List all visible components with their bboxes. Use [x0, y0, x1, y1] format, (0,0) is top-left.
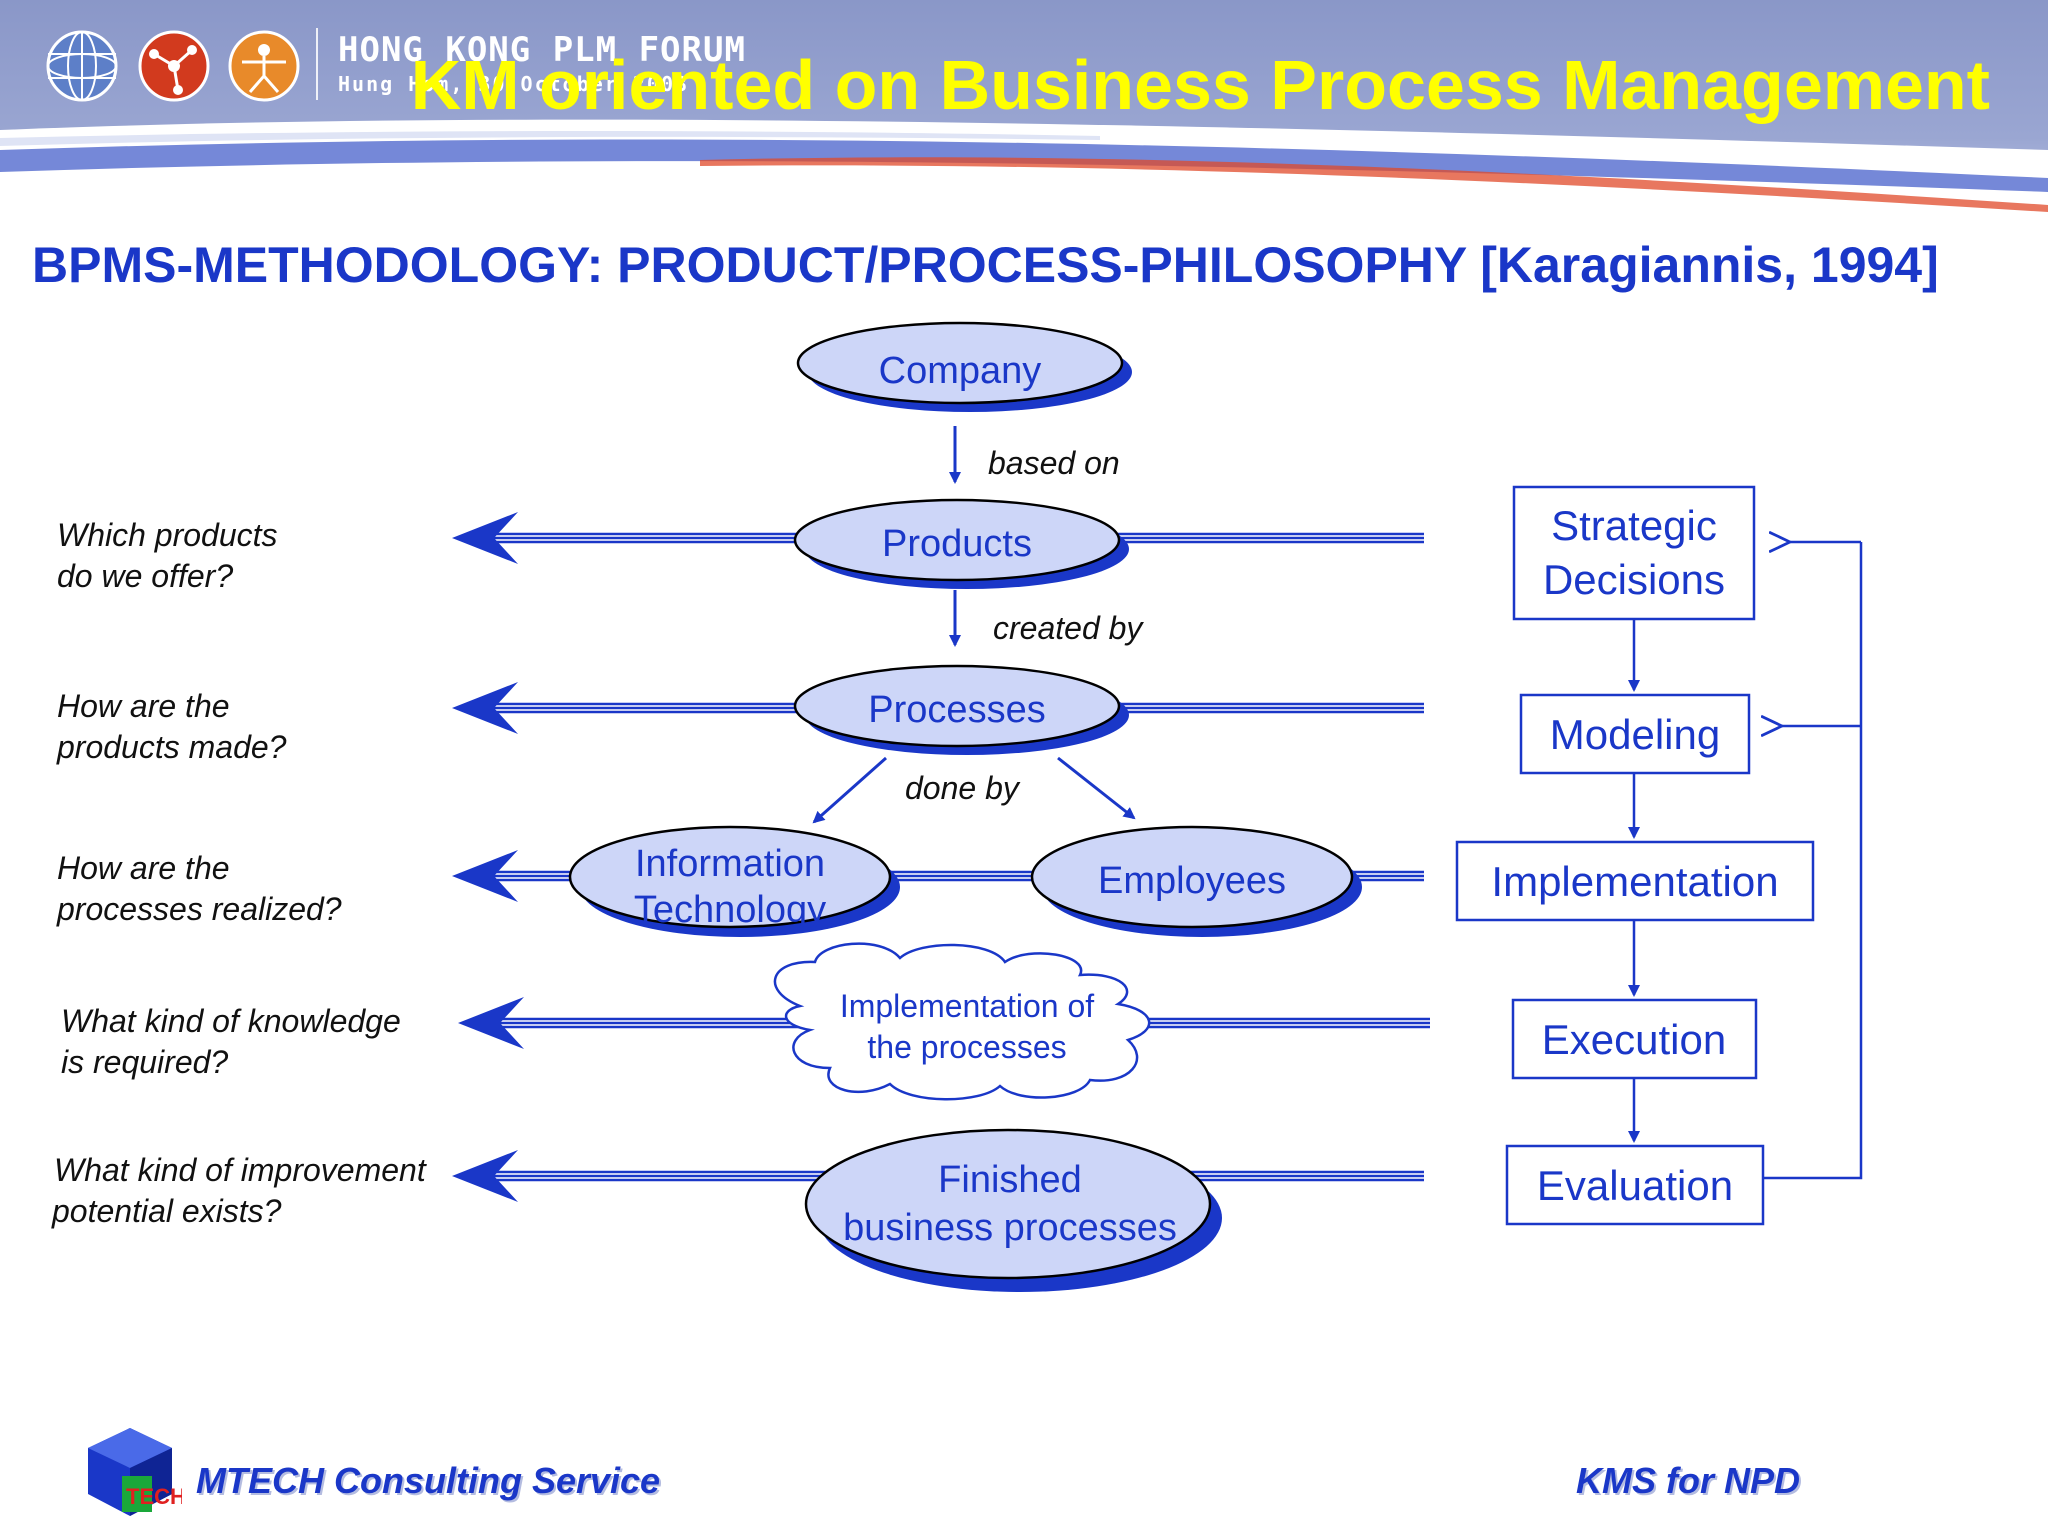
box-strategic-decisions: Strategic Decisions [1512, 485, 1756, 621]
question-knowledge: What kind of knowledge is required? [61, 1003, 401, 1080]
question-production: How are the products made? [56, 688, 287, 765]
footer-company-name: MTECH Consulting Service [196, 1460, 661, 1501]
question-products-line2: do we offer? [57, 558, 233, 594]
node-employees: Employees [1030, 825, 1362, 937]
edge-label-based-on: based on [988, 445, 1120, 481]
node-employees-label: Employees [1098, 860, 1286, 902]
methodology-subtitle: BPMS-METHODOLOGY: PRODUCT/PROCESS-PHILOS… [32, 237, 1939, 293]
box-execution-label: Execution [1542, 1016, 1726, 1063]
box-strategic-label-line1: Strategic [1551, 502, 1717, 549]
question-production-line1: How are the [57, 688, 230, 724]
node-implementation-cloud: Implementation of the processes [773, 942, 1151, 1101]
network-logo-icon [138, 30, 210, 102]
node-finished-label-line1: Finished [938, 1159, 1082, 1201]
mtech-logo-icon: TECH [88, 1428, 182, 1516]
forum-subtitle: Hung Hom, 30 October 2003 [338, 72, 690, 96]
node-products: Products [793, 498, 1129, 589]
box-modeling: Modeling [1519, 693, 1751, 775]
box-implementation: Implementation [1455, 840, 1815, 922]
node-impl-label-line1: Implementation of [840, 988, 1094, 1024]
globe-logo-icon [46, 30, 118, 102]
cycle-boxes: Strategic Decisions Modeling Implementat… [1455, 485, 1815, 1226]
question-improvement-line2: potential exists? [51, 1193, 282, 1229]
node-information-technology: Information Technology [568, 825, 900, 937]
box-strategic-label-line2: Decisions [1543, 556, 1725, 603]
box-evaluation-label: Evaluation [1537, 1162, 1733, 1209]
question-knowledge-line1: What kind of knowledge [61, 1003, 401, 1039]
node-processes-label: Processes [868, 689, 1045, 731]
feedback-loop [1763, 542, 1863, 1180]
node-impl-label-line2: the processes [867, 1029, 1066, 1065]
node-company: Company [796, 321, 1132, 412]
question-production-line2: products made? [56, 729, 287, 765]
node-company-label: Company [879, 350, 1042, 392]
node-finished-business-processes: Finished business processes [804, 1128, 1222, 1292]
slide-title: KM oriented on Business Process Manageme… [410, 46, 1990, 124]
footer-document-name: KMS for NPD [1576, 1460, 1800, 1501]
box-execution: Execution [1511, 998, 1758, 1080]
forum-title: HONG KONG PLM FORUM [338, 30, 746, 70]
edge-label-created-by: created by [993, 610, 1144, 646]
node-products-label: Products [882, 523, 1032, 565]
question-products-line1: Which products [57, 517, 278, 553]
question-realization-line1: How are the [57, 850, 230, 886]
node-it-label-line2: Technology [634, 889, 826, 931]
node-processes: Processes [793, 664, 1129, 755]
header-swoosh-decoration [0, 119, 2048, 230]
question-realization-line2: processes realized? [56, 891, 342, 927]
svg-text:TECH: TECH [126, 1484, 182, 1509]
question-knowledge-line2: is required? [61, 1044, 228, 1080]
box-modeling-label: Modeling [1550, 711, 1720, 758]
question-products: Which products do we offer? [57, 517, 278, 594]
person-logo-icon [228, 30, 300, 102]
arrow-processes-to-it [812, 756, 887, 824]
logo-divider [316, 28, 318, 100]
arrow-processes-to-employees [1057, 756, 1136, 820]
question-improvement: What kind of improvement potential exist… [51, 1152, 427, 1229]
slide-header: HONG KONG PLM FORUM Hung Hom, 30 October… [0, 0, 2048, 230]
question-realization: How are the processes realized? [56, 850, 342, 927]
node-it-label-line1: Information [635, 843, 825, 885]
box-evaluation: Evaluation [1505, 1144, 1765, 1226]
edge-label-done-by: done by [905, 770, 1021, 806]
node-finished-label-line2: business processes [843, 1207, 1177, 1249]
question-improvement-line1: What kind of improvement [54, 1152, 427, 1188]
box-implementation-label: Implementation [1491, 858, 1778, 905]
